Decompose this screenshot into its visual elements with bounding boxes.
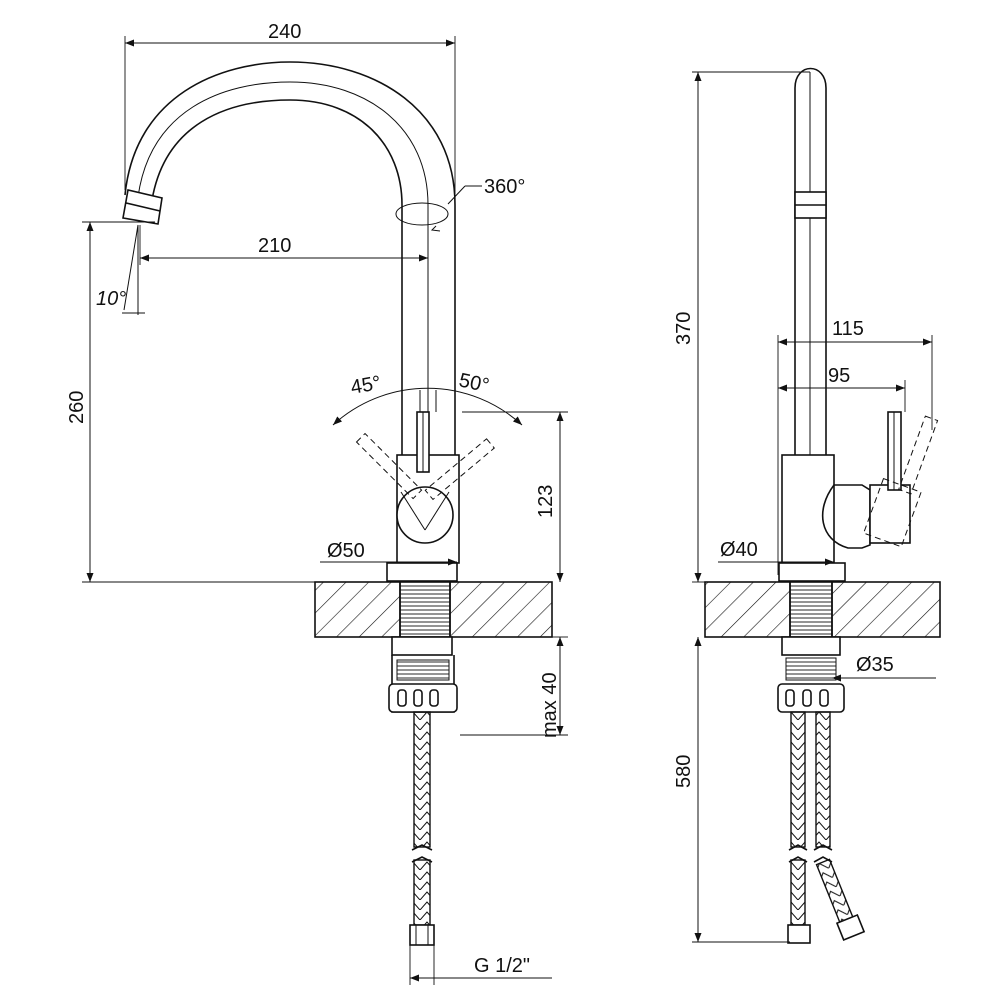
hose-lower [413, 859, 431, 926]
side-view: 370 580 115 95 Ø40 Ø35 [673, 67, 941, 944]
side-countertop-right [831, 581, 941, 638]
hose-upper [413, 711, 431, 848]
side-lever-ghost [863, 415, 939, 548]
dim-d40-label: Ø40 [720, 539, 758, 561]
side-nut [781, 636, 841, 656]
side-hose-1-fitting [787, 924, 811, 944]
side-hose-2-upper [815, 711, 831, 848]
dim-210-label: 210 [258, 235, 291, 257]
lever-swing-arc [332, 387, 523, 426]
mounting-nut [391, 636, 453, 656]
side-base-flange [778, 562, 846, 582]
cartridge-cap [396, 486, 454, 544]
dim-115-label: 115 [832, 318, 864, 340]
side-tube [794, 67, 827, 455]
threaded-shank [399, 581, 451, 638]
side-lever-block [869, 484, 911, 544]
hose-port-2 [413, 689, 423, 707]
spout-inner [151, 99, 403, 206]
dim-d35-label: Ø35 [856, 654, 894, 676]
side-hose-2-lower [815, 858, 866, 941]
side-hose-1-upper [790, 711, 806, 848]
side-body [781, 454, 835, 564]
side-countertop-left [704, 581, 791, 638]
dim-580-label: 580 [673, 755, 695, 788]
side-hose-1-lower [790, 859, 806, 926]
dim-260-label: 260 [66, 391, 88, 424]
dim-95-label: 95 [828, 365, 850, 387]
dim-370-label: 370 [673, 312, 695, 345]
base-flange [386, 562, 458, 582]
dim-123-label: 123 [535, 485, 557, 518]
lever-left-angle: 45° [349, 372, 383, 399]
dim-g12-label: G 1/2" [474, 955, 530, 977]
lever-ghost-right [424, 438, 495, 501]
dim-d50-label: Ø50 [327, 540, 365, 562]
rotation-symbol [395, 202, 449, 226]
rotation-label: 360° [484, 176, 525, 198]
lever-ghost-left [355, 432, 423, 500]
spout-angle-label: 10° [96, 288, 126, 310]
countertop-left [314, 581, 401, 638]
dim-240-label: 240 [268, 21, 301, 43]
dim-max40-label: max 40 [539, 672, 561, 738]
hose-port-1 [397, 689, 407, 707]
hose-fitting [409, 924, 435, 946]
spout-outer [124, 61, 456, 206]
front-view: 360° 45° 50° [66, 21, 568, 985]
side-threaded-shank [789, 581, 833, 638]
countertop-right [449, 581, 553, 638]
hose-port-3 [429, 689, 439, 707]
spout-centerline [137, 81, 429, 206]
